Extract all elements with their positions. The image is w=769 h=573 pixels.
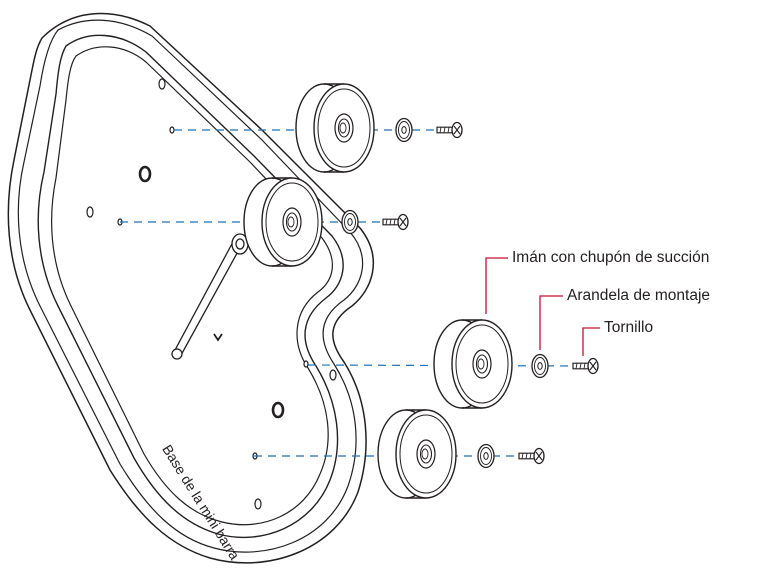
base-inner-rim: [51, 46, 333, 526]
part-set-2: [243, 177, 409, 267]
base-hole: [254, 498, 262, 510]
base-holes: [86, 78, 337, 510]
label-screw: Tornillo: [604, 319, 654, 336]
label-washer: Arandela de montaje: [567, 287, 711, 304]
base-bolts: [138, 165, 285, 419]
direction-mark: [213, 333, 223, 342]
mini-bar-base: [7, 12, 375, 564]
part-set-4: [377, 409, 545, 499]
leader-washer: [539, 295, 563, 350]
base-edge-line: [17, 19, 364, 553]
base-top-face: [37, 34, 344, 538]
leader-magnet: [485, 257, 508, 314]
base-hole: [329, 369, 337, 381]
base-hole: [169, 126, 175, 134]
base-outer-outline: [7, 12, 375, 564]
base-hole: [303, 360, 309, 368]
base-rod: [171, 233, 249, 360]
base-hole: [158, 78, 166, 90]
label-magnet: Imán con chupón de succión: [512, 249, 710, 266]
leader-lines: [485, 257, 600, 356]
leader-screw: [582, 327, 600, 356]
base-hole: [86, 206, 94, 218]
part-set-3: [433, 319, 599, 409]
assembly-lines: [120, 129, 579, 457]
part-set-1: [295, 83, 463, 173]
